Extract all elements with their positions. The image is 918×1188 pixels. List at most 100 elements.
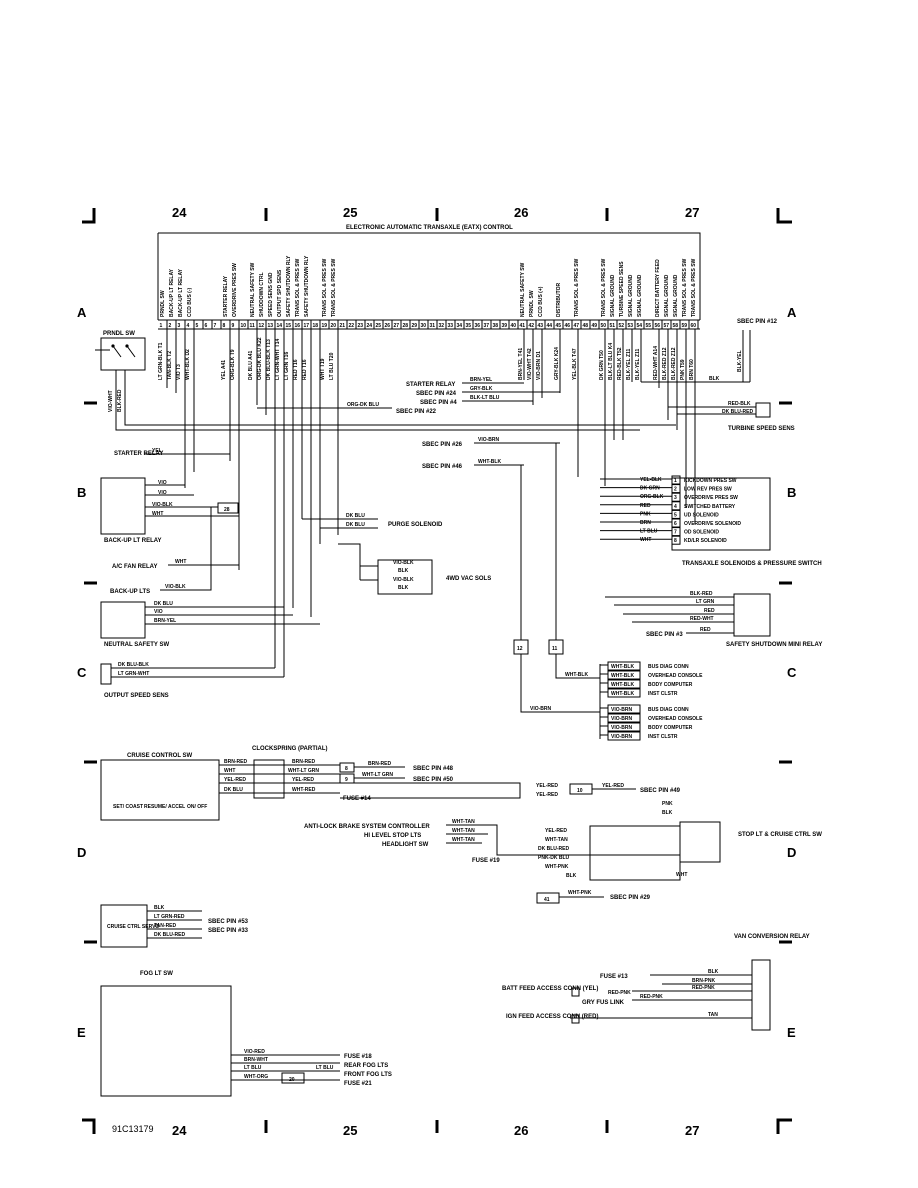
pin-number: 42 xyxy=(529,323,535,329)
wire-red-blk: RED-BLK xyxy=(728,401,751,407)
pin-number: 33 xyxy=(448,323,454,329)
wire-blk-red-left: BLK-RED xyxy=(117,389,123,412)
headlight-sw-label: HEADLIGHT SW xyxy=(382,842,429,848)
wire-code-label: LT BLU T20 xyxy=(329,352,335,380)
pin-number: 55 xyxy=(646,323,652,329)
fuse-13-label: FUSE #13 xyxy=(600,974,628,980)
pin-number: 15 xyxy=(286,323,292,329)
wire-dk-blu-red-servo: DK BLU-RED xyxy=(154,932,185,938)
pin-number: 52 xyxy=(619,323,625,329)
hi-level-stop-label: HI LEVEL STOP LTS xyxy=(364,833,421,839)
pin-number: 1 xyxy=(160,323,163,329)
fuse-21-label: FUSE #21 xyxy=(344,1081,372,1087)
wire-code-label: VIO-WHT T42 xyxy=(527,348,533,380)
sbec-group-a: STARTER RELAY SBEC PIN #24 SBEC PIN #4 S… xyxy=(257,377,560,470)
pin-number: 24 xyxy=(367,323,373,329)
wire-blk: BLK xyxy=(709,376,720,382)
wire-vio-2: VIO xyxy=(158,490,167,496)
wire-code-label: BRN T60 xyxy=(689,359,695,380)
wire-red-ssr: RED xyxy=(704,608,715,614)
fog-lt-sw-label: FOG LT SW xyxy=(140,971,173,977)
wire-dk-blu-red: DK BLU-RED xyxy=(722,409,753,415)
wire-vio-blk: VIO-BLK xyxy=(152,502,173,508)
pin-number: 8 xyxy=(223,323,226,329)
bus-conn-name: INST CLSTR xyxy=(648,691,678,697)
prndl-sw-label: PRNDL SW xyxy=(103,331,135,337)
wire-dk-blu-cc: DK BLU xyxy=(224,787,243,793)
row-label-left-c: C xyxy=(77,665,87,680)
bus-wire-label: WHT-BLK xyxy=(611,664,634,670)
wire-blk-red-ssr: BLK-RED xyxy=(690,591,713,597)
trans-pin-name: KD/LR SOLENOID xyxy=(684,538,727,544)
splice-8: 8 xyxy=(345,766,348,772)
gry-fus-link-label: GRY FUS LINK xyxy=(582,1000,625,1006)
pin-function-label: TURBINE SPEED SENS xyxy=(619,261,625,317)
pin-number: 27 xyxy=(394,323,400,329)
pin-number: 47 xyxy=(574,323,580,329)
pin-number: 19 xyxy=(322,323,328,329)
wire-pnk-dk-blu: PNK-DK BLU xyxy=(538,855,569,861)
pin-number: 45 xyxy=(556,323,562,329)
back-up-lt-relay: STARTER RELAY YEL VIO VIO VIO-BLK WHT 28… xyxy=(100,448,239,544)
pin-number: 11 xyxy=(250,323,256,329)
trans-pin-number: 8 xyxy=(674,538,677,544)
pin-number: 34 xyxy=(457,323,463,329)
rear-fog-label: REAR FOG LTS xyxy=(344,1063,388,1069)
pin-number: 3 xyxy=(178,323,181,329)
splice-28: 28 xyxy=(224,507,230,513)
pin-number: 2 xyxy=(169,323,172,329)
col-label-top-25: 25 xyxy=(343,205,357,220)
trans-pin-name: OVERDRIVE PRES SW xyxy=(684,495,738,501)
wire-code-label: RED-WHT A14 xyxy=(653,346,659,380)
front-fog-label: FRONT FOG LTS xyxy=(344,1072,392,1078)
fuse-18-label: FUSE #18 xyxy=(344,1054,372,1060)
pin-function-label: OUTPUT SPD SENS xyxy=(277,269,283,317)
wire-code-label: LT GRN-BLK T1 xyxy=(158,342,164,380)
col-label-top-24: 24 xyxy=(172,205,187,220)
cruise-control-label: CRUISE CONTROL SW xyxy=(127,753,193,759)
pin-function-label: DISTRIBUTOR xyxy=(556,283,562,317)
pin-number: 18 xyxy=(313,323,319,329)
bus-conn-name: BODY COMPUTER xyxy=(648,682,693,688)
wire-dk-blu-blk: DK BLU-BLK xyxy=(118,662,149,668)
wire-code-label: RED T16 xyxy=(302,359,308,380)
trans-pin-name: OVERDRIVE SOLENOID xyxy=(684,521,741,527)
trans-pin-number: 6 xyxy=(674,521,677,527)
pin-function-label: TRANS SOL & PRES SW xyxy=(331,258,337,317)
transaxle-label: TRANSAXLE SOLENOIDS & PRESSURE SWITCH xyxy=(682,561,822,567)
splice-10: 10 xyxy=(577,788,583,794)
sbec-3-label: SBEC PIN #3 xyxy=(646,632,683,638)
wire-brn-yel: BRN-YEL xyxy=(470,377,492,383)
wire-blk-stop: BLK xyxy=(566,873,577,879)
wire-brn-red-48: BRN-RED xyxy=(368,761,391,767)
wire-brn-wht: BRN-WHT xyxy=(244,1057,268,1063)
pin-function-label: TRANS SOL & PRES SW xyxy=(295,258,301,317)
bus-conn-name: BUS DIAG CONN xyxy=(648,707,689,713)
pin-number: 14 xyxy=(277,323,283,329)
sbec-12-label: SBEC PIN #12 xyxy=(737,319,778,325)
wire-wht-tan-stop: WHT-TAN xyxy=(545,837,568,843)
pin-number: 49 xyxy=(592,323,598,329)
on-off-label: ON/ OFF xyxy=(187,804,207,810)
bus-wire-label: VIO-BRN xyxy=(611,716,633,722)
wire-vio-blk-4wd-2: VIO-BLK xyxy=(393,577,414,583)
trans-pin-cell xyxy=(671,484,681,494)
bus-wire-label: WHT-BLK xyxy=(611,691,634,697)
bus-conn-cell xyxy=(607,661,641,671)
wire-yel-red-cc: YEL-RED xyxy=(224,777,246,783)
pin-number: 12 xyxy=(259,323,265,329)
wire-code-label: VIO T3 xyxy=(176,364,182,380)
bus-wire-label: VIO-BRN xyxy=(611,725,633,731)
pin-function-label: TRANS SOL & PRES SW xyxy=(691,258,697,317)
clockspring-label: CLOCKSPRING (PARTIAL) xyxy=(252,746,328,752)
wire-wht-pnk-29: WHT-PNK xyxy=(568,890,592,896)
wire-code-label: DK BLU A41 xyxy=(248,351,254,380)
bus-conn-cell xyxy=(607,713,641,723)
pin-function-label: SAFETY SHUTDOWN RLY xyxy=(304,255,310,317)
trans-wire-label: ORG-BLK xyxy=(640,494,664,500)
wire-wht-tan-1: WHT-TAN xyxy=(452,819,475,825)
